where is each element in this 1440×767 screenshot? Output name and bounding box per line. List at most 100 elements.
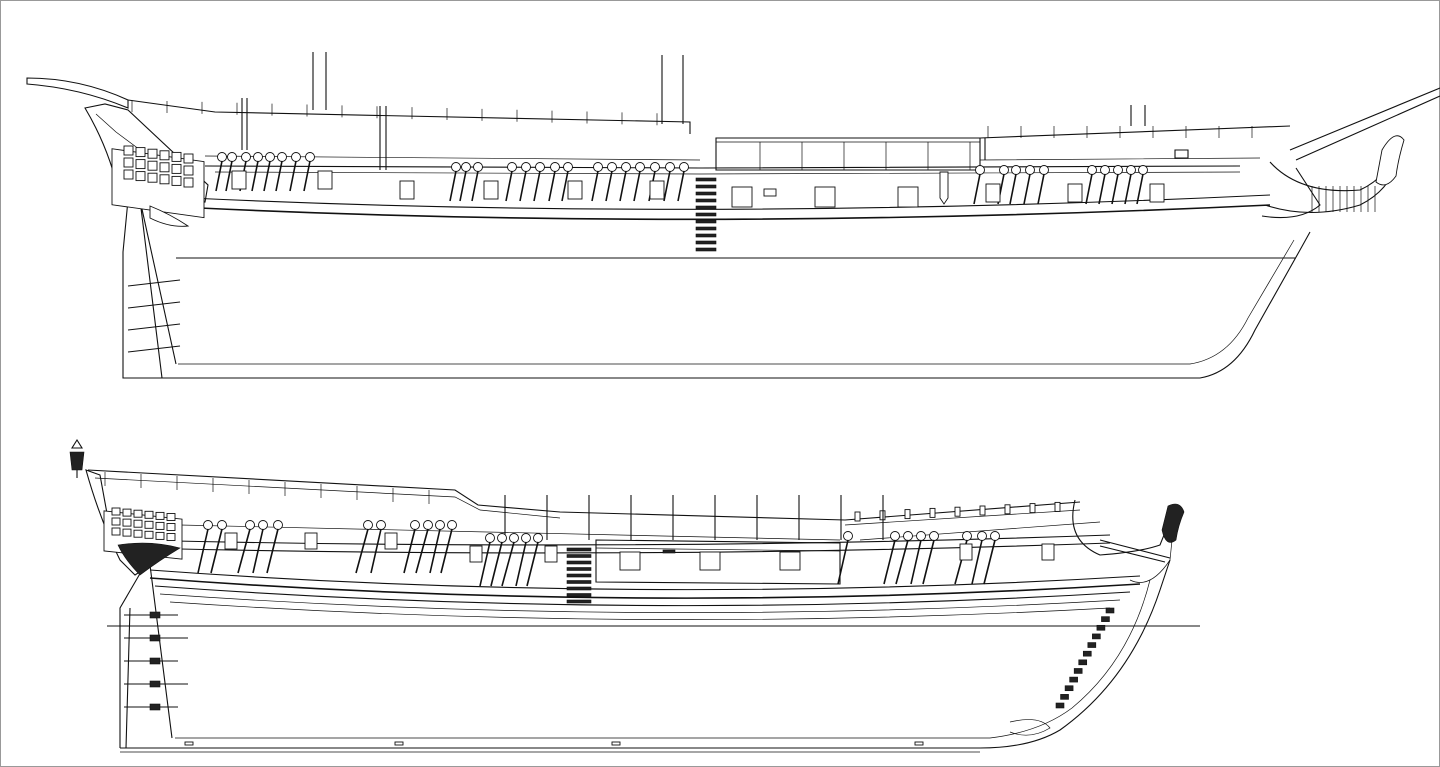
chain-plate: [1136, 173, 1144, 205]
rudder-hinge: [127, 323, 181, 331]
gallery-window-pane: [159, 162, 170, 173]
deadeye: [1011, 165, 1021, 175]
rail-post: [1004, 504, 1011, 515]
gallery-window-pane: [133, 529, 143, 538]
deadeye: [975, 165, 985, 175]
waist-window: [619, 551, 641, 571]
chain-plate: [526, 541, 539, 587]
gallery-window-pane: [123, 145, 134, 156]
deadeye: [473, 162, 483, 172]
boarding-step: [695, 177, 717, 182]
upper-main-wale: [199, 204, 1271, 221]
upper-stern-carving: [149, 205, 190, 227]
deadeye: [665, 162, 675, 172]
upper-upper-sheer: [204, 165, 1241, 169]
gallery-window-pane: [171, 151, 182, 162]
chain-plate: [1037, 173, 1045, 205]
keel-scarf: [184, 741, 194, 746]
chain-plate: [263, 160, 271, 192]
lower-channel: [179, 521, 1101, 541]
gallery-window-pane: [123, 157, 134, 168]
stem-hook: [1082, 650, 1092, 657]
deadeye: [621, 162, 631, 172]
gallery-window-pane: [111, 527, 121, 536]
deadeye: [563, 162, 573, 172]
gun-port: [384, 532, 398, 550]
waist-window: [779, 551, 801, 571]
boarding-step: [695, 205, 717, 210]
lower-rail-top-2: [94, 477, 1081, 526]
stem-hook: [1060, 694, 1069, 700]
stem-hook: [1064, 685, 1074, 692]
chain-plate: [1023, 173, 1031, 205]
gun-port: [317, 170, 333, 190]
gallery-window-pane: [147, 148, 158, 159]
lower-rudder-hinges: [124, 611, 188, 711]
boarding-step: [695, 184, 717, 189]
stem-hook: [1078, 659, 1088, 666]
boarding-step: [566, 593, 592, 597]
boarding-step: [566, 573, 592, 578]
stem-hook: [1096, 624, 1106, 631]
deadeye: [1087, 165, 1097, 175]
chain-plate: [197, 528, 209, 574]
rudder-strap: [149, 634, 161, 642]
stem-hook: [1105, 607, 1115, 614]
upper-figurehead: [1375, 135, 1405, 186]
upper-gallery-windows: [123, 145, 194, 188]
chain-plate: [449, 170, 457, 202]
deadeye: [550, 162, 560, 172]
chain-plate: [515, 541, 527, 587]
boarding-step: [566, 547, 592, 552]
boarding-step: [566, 554, 592, 558]
deadeye: [1025, 165, 1035, 175]
waist-window: [814, 186, 836, 208]
upper-aft-rail-stanchions: [131, 100, 658, 126]
stem-hook: [1087, 642, 1097, 648]
upper-lower-wale: [189, 194, 1271, 210]
boarding-step: [695, 233, 717, 238]
rudder-strap: [149, 680, 161, 688]
upper-inner-keel: [178, 239, 1295, 365]
chain-plate: [355, 528, 369, 574]
deadeye: [423, 520, 433, 530]
deadeye: [258, 520, 268, 530]
deadeye: [217, 152, 227, 162]
chain-plate: [370, 528, 382, 574]
stem-hook: [1073, 668, 1083, 674]
chain-plate: [266, 528, 279, 574]
deadeye: [435, 520, 445, 530]
lower-wale-2: [149, 569, 1141, 591]
rail-post: [979, 505, 986, 516]
upper-stem: [1261, 167, 1321, 219]
rail-post: [1054, 501, 1061, 512]
upper-head-gratings: [1311, 186, 1376, 212]
deadeye: [447, 520, 457, 530]
chain-plate: [479, 541, 491, 587]
rail-post: [1029, 503, 1036, 514]
deadeye: [461, 162, 471, 172]
deadeye: [305, 152, 315, 162]
deadeye: [990, 531, 1000, 541]
chain-plate: [1085, 173, 1093, 205]
deadeye: [843, 531, 853, 541]
deadeye: [1138, 165, 1148, 175]
boarding-step: [695, 212, 717, 217]
chain-plate: [1111, 173, 1119, 205]
gallery-window-pane: [111, 517, 121, 526]
upper-keel-line: [122, 231, 1311, 379]
deadeye: [962, 531, 972, 541]
chain-plate: [591, 170, 599, 202]
chain-plate: [519, 170, 527, 202]
deadeye: [535, 162, 545, 172]
chain-plate: [973, 173, 981, 205]
upper-boarding-steps: [695, 177, 717, 252]
deadeye: [376, 520, 386, 530]
chain-plate: [895, 539, 909, 585]
rudder-strap: [149, 657, 161, 665]
deadeye: [497, 533, 507, 543]
rail-post: [929, 507, 936, 518]
waist-window: [897, 186, 919, 208]
